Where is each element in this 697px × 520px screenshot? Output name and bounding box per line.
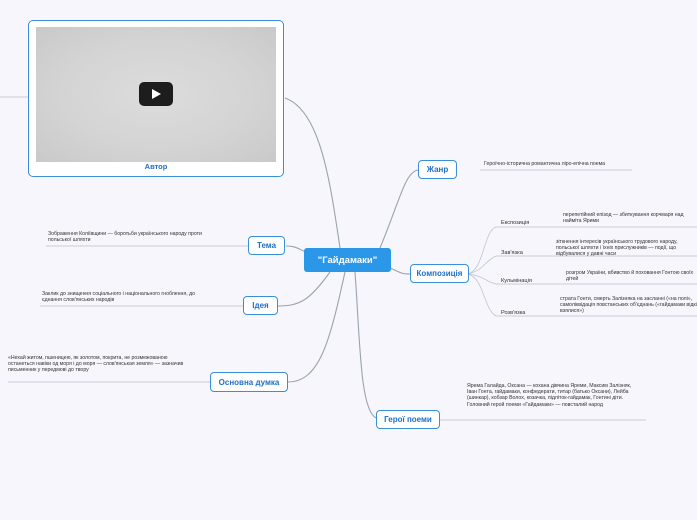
composition-text-setup: зіткнення інтересів українського трудово… [556, 239, 678, 258]
branch-main-idea[interactable]: Основна думка [210, 372, 288, 392]
genre-text: Героїчно-історична романтична ліро-епічн… [484, 161, 606, 167]
play-icon[interactable] [139, 82, 173, 106]
branch-idea[interactable]: Ідея [243, 296, 278, 315]
author-video-card[interactable]: Автор [28, 20, 284, 177]
branch-composition[interactable]: Композиція [410, 264, 469, 283]
main-idea-text: «Нехай житом, пшеницею, як золотом, покр… [8, 355, 184, 374]
composition-text-climax: розгром України, вбивство й поховання Го… [566, 270, 694, 283]
branch-genre[interactable]: Жанр [418, 160, 457, 179]
composition-label-exposition: Експозиція [501, 220, 530, 226]
idea-text: Заклик до знищення соціального і націона… [42, 291, 195, 304]
composition-label-resolution: Розв'язка [501, 310, 526, 316]
branch-heroes[interactable]: Герої поеми [376, 410, 440, 429]
branch-theme[interactable]: Тема [248, 236, 285, 255]
composition-text-resolution: страта Гонти, смерть Залізняка на заслан… [560, 296, 697, 315]
composition-text-exposition: перепетійний епізод — збиткування корчма… [563, 212, 684, 225]
author-label: Автор [144, 162, 168, 171]
root-node[interactable]: "Гайдамаки" [304, 248, 391, 272]
heroes-text: Ярема Галайда, Оксана — кохана дівчина Я… [467, 383, 632, 408]
composition-label-climax: Кульмінація [501, 278, 532, 284]
composition-label-setup: Зав'язка [501, 250, 523, 256]
theme-text: Зображення Коліївщини — боротьби українс… [48, 231, 202, 244]
